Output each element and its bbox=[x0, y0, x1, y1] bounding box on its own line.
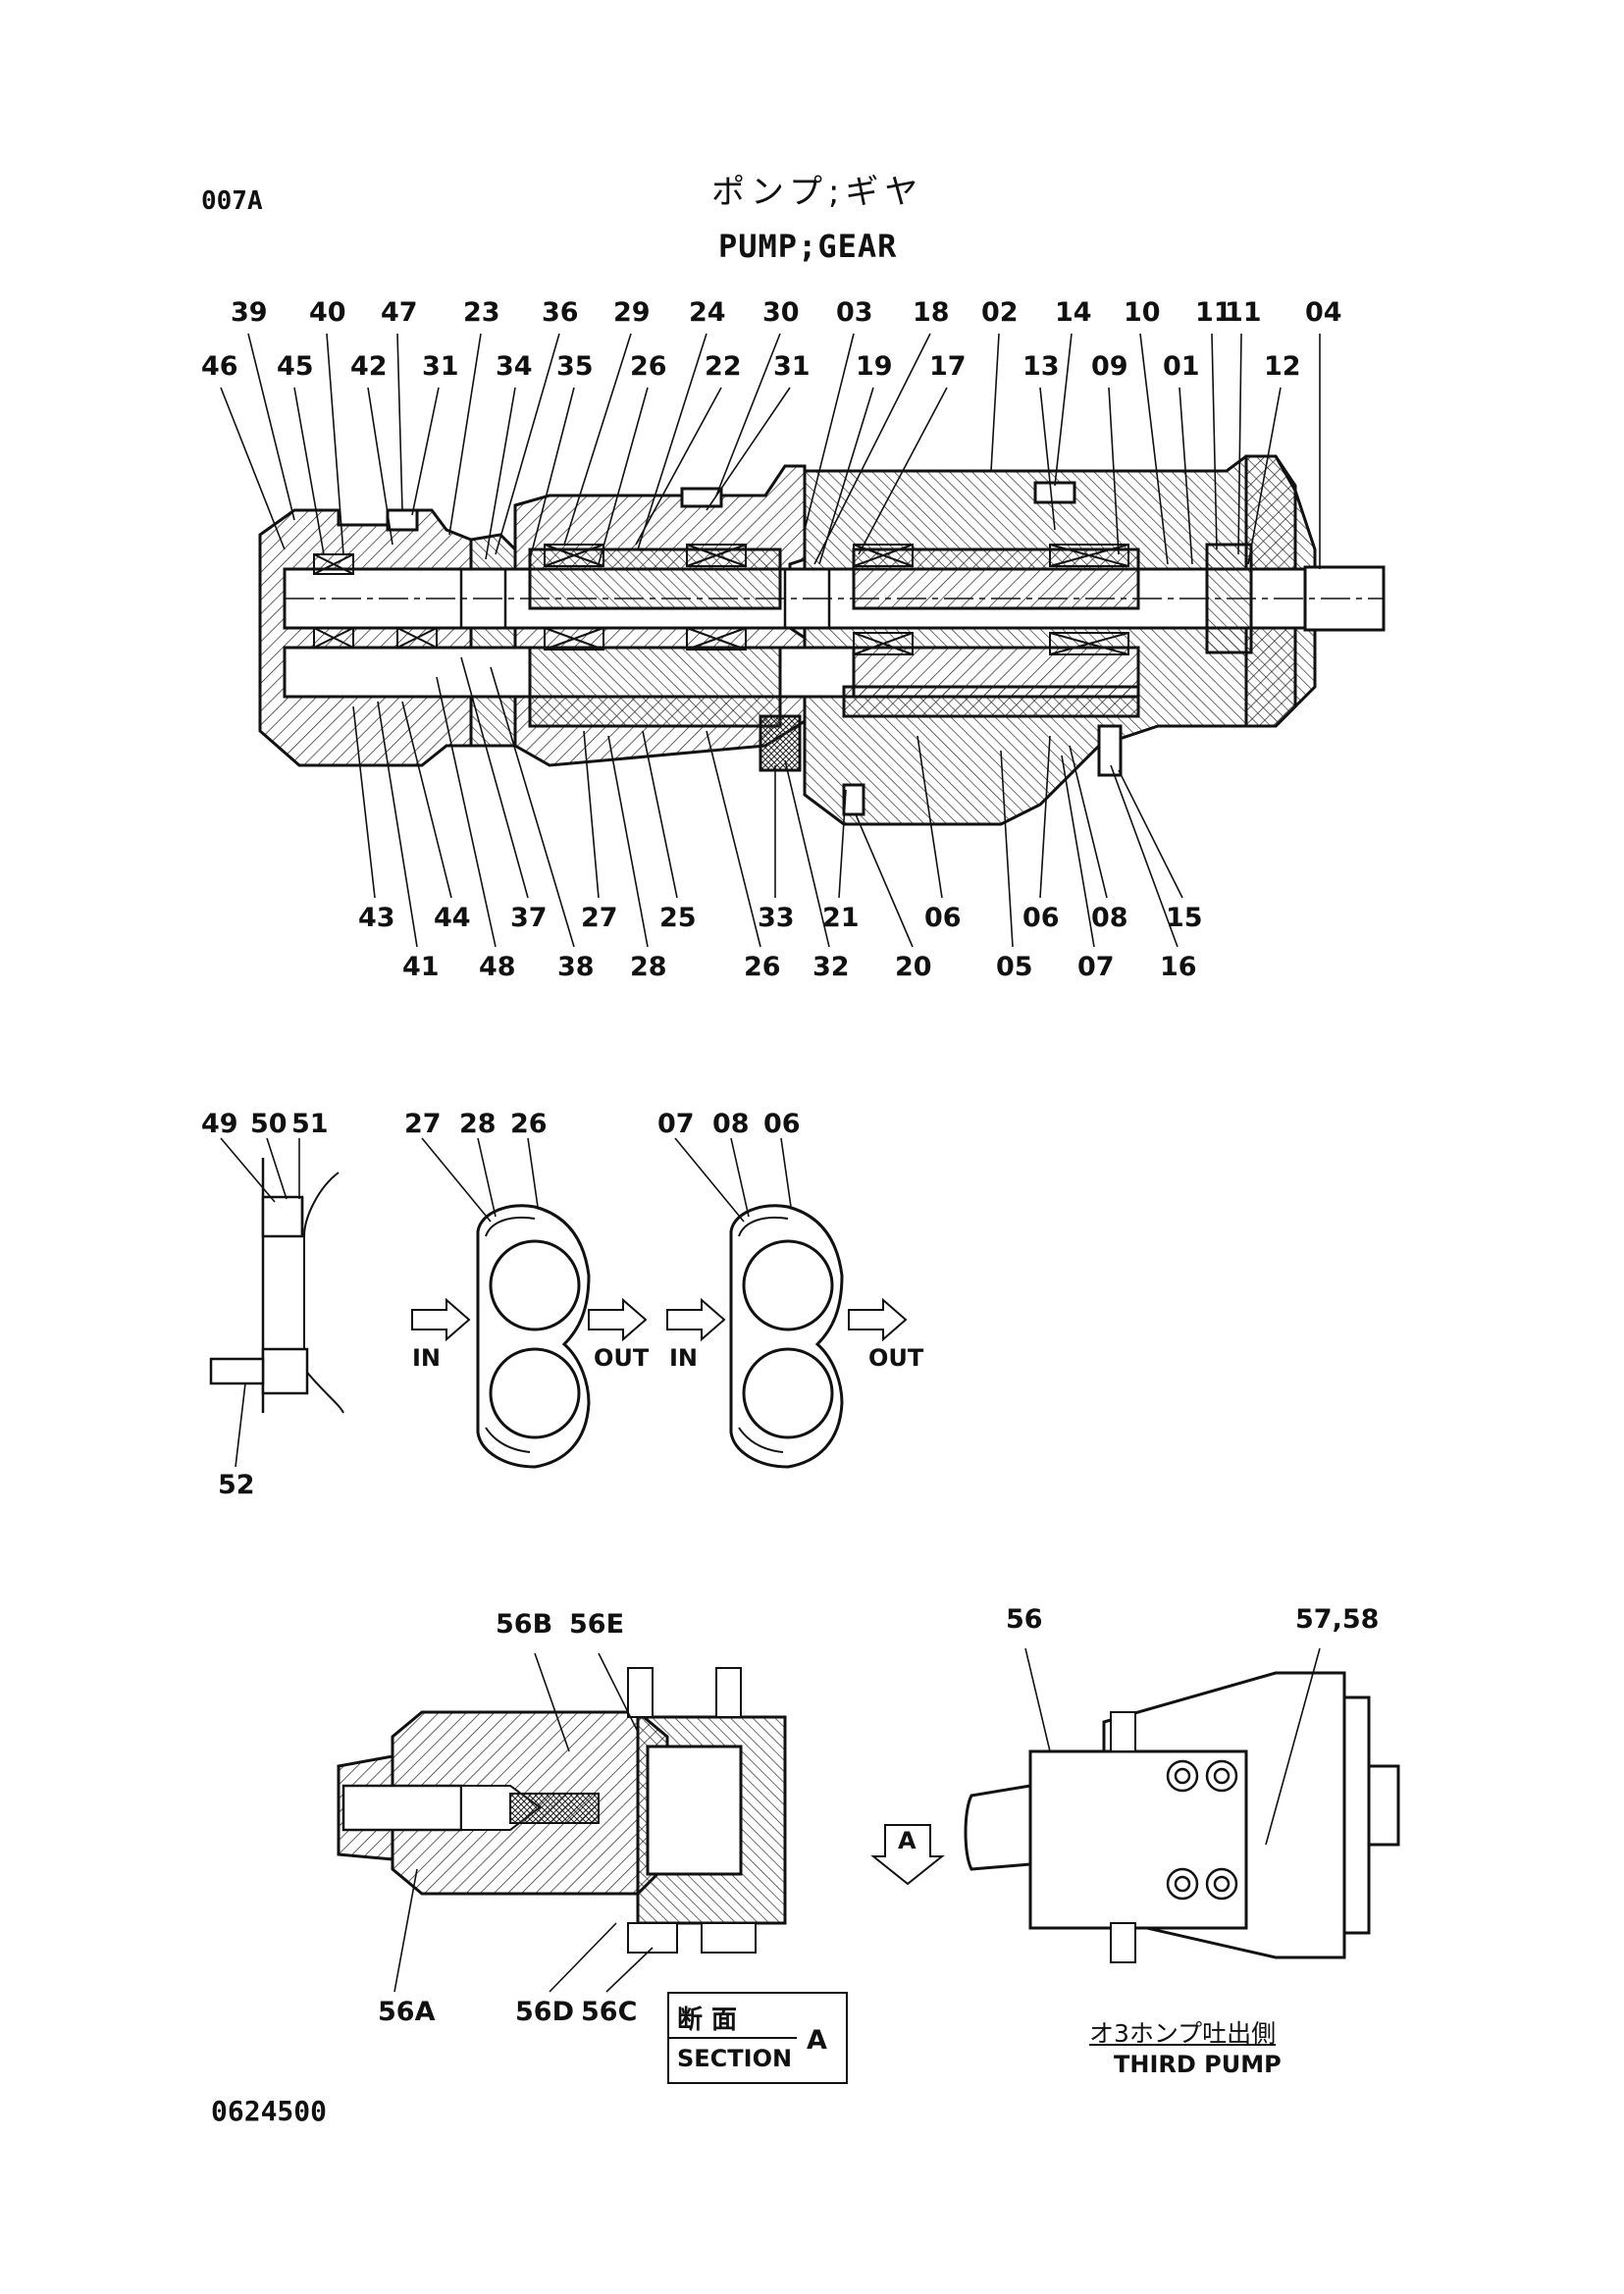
section-a-view bbox=[337, 1652, 945, 1993]
gear2-label-08: 08 bbox=[712, 1109, 750, 1139]
gear1-out-label: OUT bbox=[594, 1344, 650, 1372]
drawing-number: 0624500 bbox=[211, 2095, 328, 2127]
callout-bottom-row1-2: 37 bbox=[510, 903, 548, 933]
callout-top-row2-11: 13 bbox=[1022, 351, 1060, 382]
callout-top-row1-10: 02 bbox=[981, 297, 1019, 328]
callout-top-row1-9: 18 bbox=[913, 297, 950, 328]
callout-top-row2-14: 12 bbox=[1264, 351, 1301, 382]
callout-top-row2-13: 01 bbox=[1163, 351, 1200, 382]
callout-bottom-row1-4: 25 bbox=[659, 903, 697, 933]
callout-bottom-row2-6: 20 bbox=[895, 952, 932, 982]
callout-top-row2-4: 34 bbox=[496, 351, 533, 382]
callout-top-row1-15: 04 bbox=[1305, 297, 1342, 328]
bolt-label-50: 50 bbox=[250, 1109, 288, 1139]
section-label-56D: 56D bbox=[515, 1997, 574, 2027]
leader-lines-top bbox=[220, 333, 1321, 569]
callout-bottom-row2-1: 48 bbox=[479, 952, 516, 982]
title-japanese: ポンプ;ギヤ bbox=[711, 173, 924, 212]
drawing-code: 007A bbox=[201, 186, 263, 216]
callout-top-row1-2: 47 bbox=[381, 297, 418, 328]
callout-top-row1-11: 14 bbox=[1055, 297, 1092, 328]
callout-top-row2-1: 45 bbox=[277, 351, 314, 382]
third-pump-view bbox=[964, 1647, 1400, 1963]
callout-bottom-row2-9: 16 bbox=[1160, 952, 1197, 982]
callout-top-row1-4: 36 bbox=[542, 297, 579, 328]
callout-bottom-row2-0: 41 bbox=[402, 952, 440, 982]
callout-top-row2-2: 42 bbox=[350, 351, 388, 382]
callout-top-row2-5: 35 bbox=[556, 351, 594, 382]
callout-top-row1-5: 29 bbox=[613, 297, 651, 328]
bolt-detail bbox=[209, 1137, 344, 1468]
callout-top-row2-10: 17 bbox=[929, 351, 967, 382]
callout-bottom-row1-3: 27 bbox=[581, 903, 618, 933]
callout-top-row2-12: 09 bbox=[1091, 351, 1128, 382]
leader-lines-bottom bbox=[352, 656, 1183, 948]
callout-bottom-row1-1: 44 bbox=[434, 903, 471, 933]
section-label-56B: 56B bbox=[496, 1609, 553, 1640]
callout-top-row1-13: 11 bbox=[1195, 297, 1232, 328]
third-pump-caption-jp: オ3ホンプ吐出側 bbox=[1089, 2019, 1277, 2048]
callout-top-row1-7: 30 bbox=[762, 297, 800, 328]
section-label-56E: 56E bbox=[569, 1609, 625, 1640]
section-box-en: SECTION bbox=[677, 2045, 793, 2072]
callout-top-row2-0: 46 bbox=[201, 351, 238, 382]
view-marker-a: A bbox=[898, 1827, 917, 1854]
callout-bottom-row1-7: 06 bbox=[924, 903, 962, 933]
callout-top-row1-0: 39 bbox=[231, 297, 268, 328]
callout-top-row1-1: 40 bbox=[309, 297, 346, 328]
section-label-56A: 56A bbox=[378, 1997, 436, 2027]
callout-top-row1-6: 24 bbox=[689, 297, 726, 328]
callout-top-row2-7: 22 bbox=[705, 351, 742, 382]
gear1-in-label: IN bbox=[412, 1344, 442, 1372]
gear-view-2 bbox=[666, 1137, 908, 1469]
callout-bottom-row1-0: 43 bbox=[358, 903, 395, 933]
gear1-label-27: 27 bbox=[404, 1109, 442, 1139]
section-box: 断 面 SECTION A bbox=[667, 1992, 848, 2084]
gear2-label-07: 07 bbox=[657, 1109, 695, 1139]
main-section-view bbox=[258, 454, 1386, 826]
callout-bottom-row1-8: 06 bbox=[1022, 903, 1060, 933]
third-pump-label-56: 56 bbox=[1006, 1604, 1043, 1635]
gear2-in-label: IN bbox=[669, 1344, 699, 1372]
callout-bottom-row1-6: 21 bbox=[822, 903, 860, 933]
callout-bottom-row2-5: 32 bbox=[812, 952, 850, 982]
bolt-label-52: 52 bbox=[218, 1470, 255, 1500]
third-pump-label-57-58: 57,58 bbox=[1295, 1604, 1380, 1635]
section-label-56C: 56C bbox=[581, 1997, 638, 2027]
section-box-jp: 断 面 bbox=[677, 2006, 738, 2035]
callout-top-row2-6: 26 bbox=[630, 351, 667, 382]
callout-top-row2-9: 19 bbox=[856, 351, 893, 382]
callout-bottom-row2-7: 05 bbox=[996, 952, 1033, 982]
callout-bottom-row1-5: 33 bbox=[758, 903, 795, 933]
gear-view-1 bbox=[411, 1137, 648, 1469]
bolt-label-49: 49 bbox=[201, 1109, 238, 1139]
callout-bottom-row1-10: 15 bbox=[1166, 903, 1203, 933]
callout-bottom-row2-3: 28 bbox=[630, 952, 667, 982]
callout-top-row1-8: 03 bbox=[836, 297, 873, 328]
callout-bottom-row2-4: 26 bbox=[744, 952, 781, 982]
section-box-letter: A bbox=[807, 2025, 827, 2056]
title-english: PUMP;GEAR bbox=[718, 228, 898, 265]
gear1-label-28: 28 bbox=[459, 1109, 497, 1139]
callout-bottom-row1-9: 08 bbox=[1091, 903, 1128, 933]
callout-bottom-row2-8: 07 bbox=[1077, 952, 1115, 982]
gear1-label-26: 26 bbox=[510, 1109, 548, 1139]
callout-top-row1-3: 23 bbox=[463, 297, 500, 328]
third-pump-caption-en: THIRD PUMP bbox=[1114, 2051, 1282, 2078]
gear2-out-label: OUT bbox=[868, 1344, 924, 1372]
callout-bottom-row2-2: 38 bbox=[557, 952, 595, 982]
callout-top-row2-8: 31 bbox=[773, 351, 811, 382]
callout-top-row1-14: 11 bbox=[1225, 297, 1262, 328]
gear2-label-06: 06 bbox=[763, 1109, 801, 1139]
callout-top-row2-3: 31 bbox=[422, 351, 459, 382]
callout-top-row1-12: 10 bbox=[1124, 297, 1161, 328]
bolt-label-51: 51 bbox=[291, 1109, 329, 1139]
